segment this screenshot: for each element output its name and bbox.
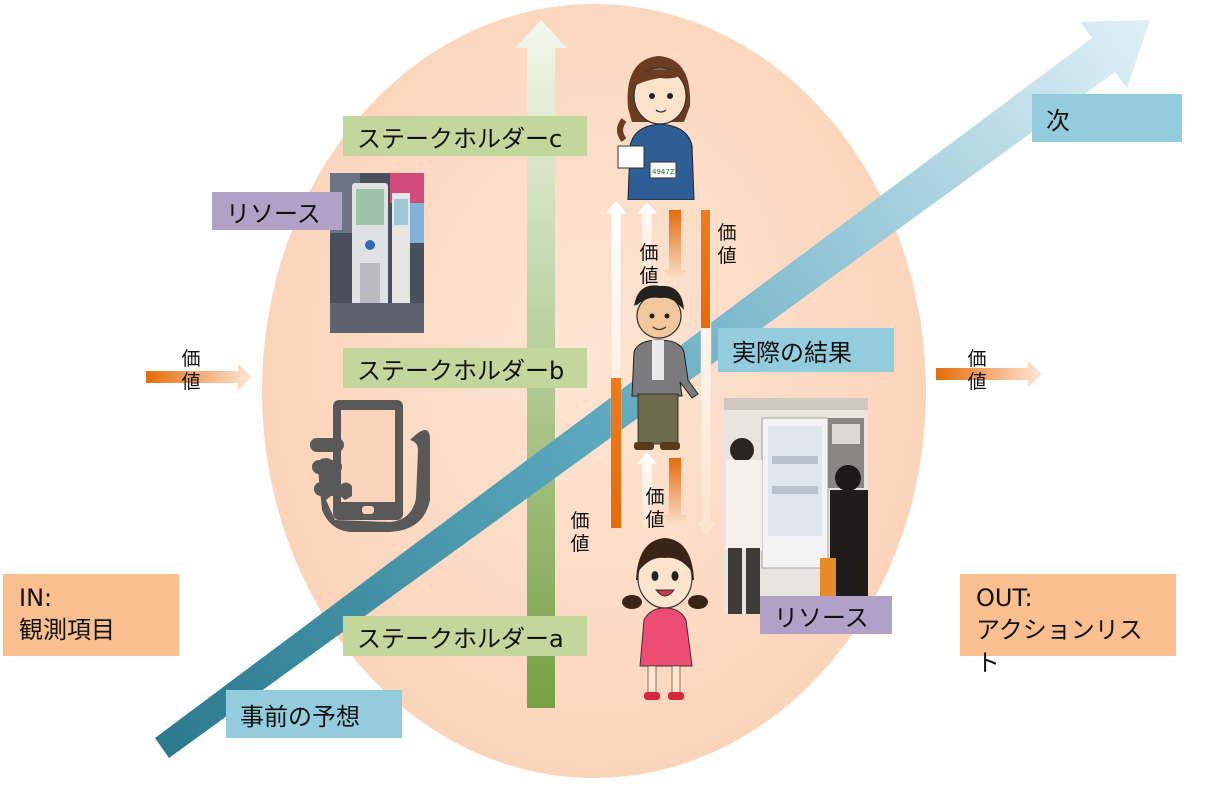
stakeholder-b-label: ステークホルダーb bbox=[343, 348, 587, 388]
input-title: IN: bbox=[19, 584, 53, 612]
output-value-arrow bbox=[936, 361, 1042, 387]
stakeholder-c-illustration: 4947Z bbox=[614, 50, 698, 200]
value-text-output: 価 値 bbox=[967, 348, 987, 393]
value-text-upper-long: 価 値 bbox=[717, 222, 737, 267]
value-text-lower-long: 価 値 bbox=[570, 510, 590, 555]
value-text-input: 価 値 bbox=[181, 348, 201, 393]
stakeholder-a-illustration bbox=[620, 532, 710, 704]
resource-photo-users bbox=[724, 398, 868, 614]
actual-result-label: 実際の結果 bbox=[718, 328, 894, 372]
stakeholder-b-illustration bbox=[626, 282, 704, 454]
output-body: アクションリスト bbox=[976, 616, 1143, 677]
value-text-lower-short: 価 値 bbox=[645, 486, 665, 531]
value-arrows-orange bbox=[611, 210, 710, 530]
input-box: IN: 観測項目 bbox=[3, 574, 179, 656]
input-body: 観測項目 bbox=[19, 616, 115, 645]
prior-expectation-label: 事前の予想 bbox=[226, 690, 402, 738]
value-text-upper-short: 価 値 bbox=[639, 242, 659, 287]
resource-label-right: リソース bbox=[760, 596, 892, 634]
resource-photo-kiosk bbox=[330, 173, 424, 333]
input-value-arrow bbox=[146, 364, 252, 390]
stakeholder-a-label: ステークホルダーa bbox=[343, 616, 587, 656]
stakeholder-c-label: ステークホルダーc bbox=[343, 116, 587, 156]
output-box: OUT: アクションリスト bbox=[960, 574, 1176, 677]
resource-label-left: リソース bbox=[212, 192, 342, 230]
svg-text:4947Z: 4947Z bbox=[652, 168, 675, 176]
output-title: OUT: bbox=[976, 584, 1033, 612]
next-label: 次 bbox=[1032, 94, 1182, 142]
smartphone-hand-icon bbox=[310, 400, 430, 532]
